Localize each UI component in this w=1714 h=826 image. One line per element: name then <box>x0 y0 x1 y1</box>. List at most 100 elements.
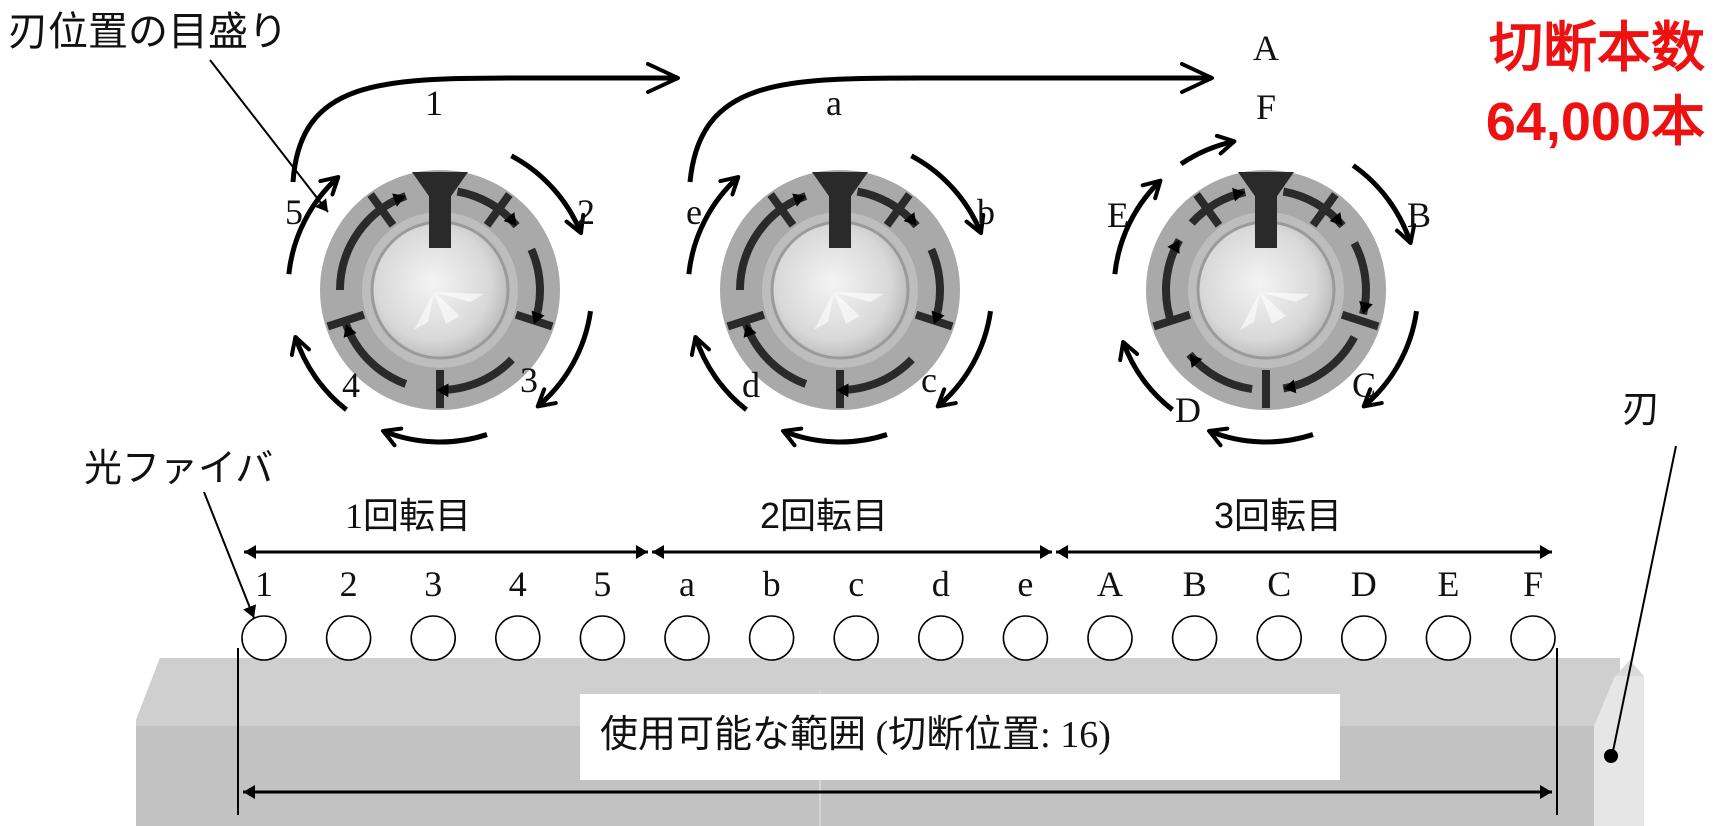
fiber-position-label: D <box>1351 564 1377 604</box>
rotation-1-label: 1回転目 <box>345 496 471 536</box>
fiber-position-label: E <box>1437 564 1459 604</box>
cut-count-line2: 64,000本 <box>1486 92 1705 152</box>
fiber-position-label: F <box>1523 564 1543 604</box>
dial-position-left: E <box>1107 195 1129 235</box>
dial-inner-arrow <box>1350 241 1373 316</box>
dial-inner-arrow <box>1282 335 1358 394</box>
dial-index-mark <box>429 190 451 248</box>
dial-index-mark <box>829 190 851 248</box>
blade-dial-1: 1 2 3 4 5 <box>285 83 595 448</box>
dial-step-arrow <box>381 426 488 448</box>
rotation-3-label: 3回転目 <box>1214 495 1342 536</box>
dial-position-top: a <box>826 83 842 123</box>
dial-position-left: 5 <box>285 192 303 232</box>
dial-step-arrow <box>1118 339 1174 412</box>
fiber-position-label: C <box>1267 564 1291 604</box>
dial-inner-arrow <box>336 192 408 291</box>
fiber-position-label: c <box>848 564 864 604</box>
dial-inner-arrow <box>342 322 408 388</box>
fiber-label: 光ファイバ <box>84 448 273 490</box>
fiber-12 <box>1171 615 1218 661</box>
scale-leader-line <box>209 59 329 213</box>
usable-range-label: 使用可能な範囲 (切断位置: 16) <box>600 714 1111 756</box>
dial-position-lower-left: d <box>742 365 760 405</box>
dial-inner-arrow <box>527 247 545 326</box>
fiber-1 <box>241 615 287 661</box>
dial-tick-mark <box>726 310 766 331</box>
fiber-15 <box>1425 615 1472 661</box>
dial-inner-arrow <box>1186 351 1253 393</box>
fiber-13 <box>1256 615 1302 661</box>
dial-step-arrow <box>286 175 341 275</box>
dial-position-top: 1 <box>425 83 443 123</box>
dial-index-mark <box>1255 190 1277 248</box>
dial-position-lower-right: C <box>1352 365 1376 405</box>
fiber-9 <box>917 615 964 661</box>
fiber-3 <box>410 615 457 661</box>
dial-step-arrow <box>1112 178 1163 275</box>
fiber-7 <box>748 615 795 661</box>
dial-inner-arrow <box>456 187 520 229</box>
dial-step-arrow <box>910 153 986 236</box>
dial-position-right: b <box>977 192 995 232</box>
dial-step-arrow <box>535 310 593 409</box>
fiber-position-label: A <box>1097 564 1123 604</box>
dial-position-top-inner: F <box>1256 87 1276 127</box>
fiber-position-label: 2 <box>340 564 358 604</box>
usable-range-box <box>580 694 1340 780</box>
dial-step-arrow <box>1351 163 1417 246</box>
blade-dial-2: a b c d e <box>686 83 995 448</box>
fiber-position-label: 5 <box>593 564 611 604</box>
dial-inner-arrow <box>856 187 920 229</box>
blade-leader-line <box>1611 445 1677 757</box>
dial-inner-arrow <box>736 192 808 291</box>
blade-contact-dot <box>1604 749 1618 763</box>
dial-position-right: B <box>1407 195 1431 235</box>
dial-step-arrow <box>781 426 888 448</box>
dial-position-left: e <box>686 192 702 232</box>
fiber-position-label: 1 <box>255 564 273 604</box>
dial-step-arrow <box>1361 310 1419 409</box>
dial-position-lower-left: D <box>1175 390 1201 430</box>
dial-step-arrow <box>686 175 741 275</box>
fiber-leader-line <box>203 491 257 619</box>
fiber-14 <box>1341 615 1387 661</box>
dial-step-arrow <box>689 334 748 412</box>
blade-label: 刃 <box>1622 389 1660 431</box>
dial-step-arrow <box>935 310 993 409</box>
fiber-position-label: e <box>1017 564 1033 604</box>
dial-step-arrow <box>289 334 348 412</box>
dial-tick-mark <box>1340 310 1380 331</box>
scale-label: 刃位置の目盛り <box>8 9 288 54</box>
rotation-2-label: 2回転目 <box>760 495 888 536</box>
fiber-16 <box>1510 615 1556 661</box>
transfer-arrow-1 <box>290 62 680 183</box>
fiber-5 <box>579 615 626 661</box>
dial-position-lower-right: c <box>921 360 937 400</box>
fiber-11 <box>1087 615 1133 661</box>
fiber-6 <box>664 615 710 661</box>
fiber-8 <box>833 615 880 661</box>
dial-position-lower-left: 4 <box>342 365 360 405</box>
fiber-position-label: a <box>679 564 695 604</box>
dial-step-arrow <box>1179 133 1237 167</box>
fiber-position-label: 3 <box>424 564 442 604</box>
fiber-10 <box>1002 615 1049 661</box>
fiber-position-label: b <box>763 564 781 604</box>
dial-inner-arrow <box>927 247 945 326</box>
dial-position-lower-right: 3 <box>520 360 538 400</box>
dial-position-right: 2 <box>577 192 595 232</box>
dial-inner-arrow <box>836 356 915 398</box>
fiber-4 <box>494 615 541 661</box>
dial-inner-arrow <box>1282 187 1346 229</box>
fiber-position-label: B <box>1183 564 1207 604</box>
dial-tick-mark <box>326 310 366 331</box>
dial-step-arrow <box>1207 426 1314 448</box>
dial-inner-arrow <box>1188 187 1247 226</box>
dial-inner-arrow <box>742 322 808 388</box>
transfer-arrow-2 <box>687 62 1214 183</box>
dial-inner-arrow <box>436 356 515 398</box>
fiber-position-label: d <box>932 564 950 604</box>
